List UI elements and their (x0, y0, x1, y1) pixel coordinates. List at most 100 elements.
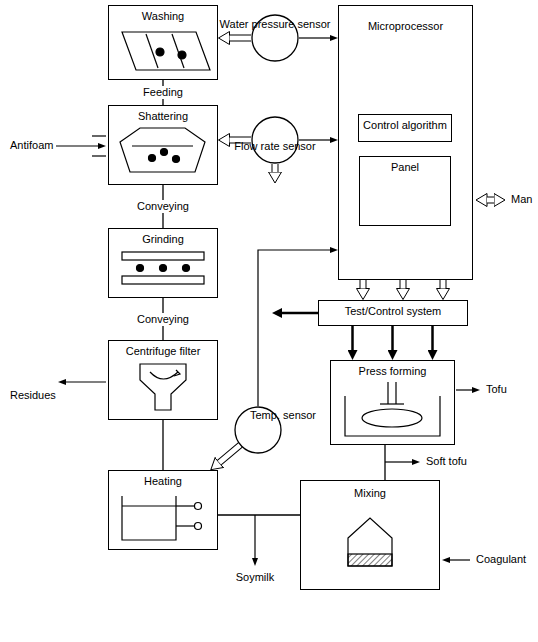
flow-connector (163, 298, 164, 340)
sub-box: Control algorithm (358, 114, 452, 142)
centrifuge-funnel (174, 370, 180, 376)
edge-label: Conveying (135, 200, 191, 213)
mixing-tank (348, 518, 392, 566)
grinding-plates (137, 265, 144, 272)
label-holder: Man (509, 193, 534, 206)
box-title: Shattering (138, 106, 188, 123)
connector-line (230, 138, 252, 143)
flow-connector (392, 326, 393, 350)
heating-tank (122, 505, 176, 506)
grinding-plates (160, 265, 167, 272)
heating-tank (122, 496, 176, 540)
flow-connector (432, 326, 433, 350)
connector-line (384, 445, 385, 480)
connector-line (431, 326, 434, 350)
box-title: Mixing (354, 481, 386, 500)
press-vessel (362, 409, 422, 427)
label-holder: Coagulant (474, 553, 528, 566)
flow-connector (363, 280, 364, 289)
label-holder: Feeding (141, 86, 185, 99)
flow-arrow (450, 559, 470, 560)
connector-line (162, 185, 163, 228)
sensor-circle: Flow rate sensor (251, 116, 299, 164)
connector-line (299, 37, 330, 38)
process-box: Heating (108, 470, 218, 550)
connector-line (219, 445, 240, 463)
stream-label: Tofu (484, 383, 509, 396)
connector-line (258, 250, 330, 406)
shattering-bowl (120, 128, 205, 172)
connector-line (218, 514, 300, 515)
connector-line (230, 36, 252, 41)
connector-line (361, 280, 366, 289)
washing-chute (178, 51, 186, 59)
sensor-outline (252, 117, 298, 163)
flow-arrow (282, 312, 318, 315)
stream-label: Soymilk (234, 571, 277, 584)
sensor-label: Temp. sensor (250, 409, 316, 422)
grinding-plates (122, 252, 204, 284)
flow-connector (230, 38, 252, 39)
heating-tank (122, 496, 202, 540)
process-box: Test/Control system (318, 300, 468, 326)
sensor-label: Flow rate sensor (234, 140, 315, 153)
process-box: Shattering (108, 105, 218, 185)
box-title: Heating (144, 471, 182, 488)
washing-chute (156, 48, 164, 56)
hollow-arrow (487, 197, 494, 204)
connector-line (230, 137, 252, 144)
connector-line (401, 280, 406, 289)
flow-connector (385, 445, 386, 480)
stream-label: Antifoam (8, 139, 55, 152)
stream-label: Residues (8, 389, 58, 402)
flow-connector (443, 280, 444, 289)
label-holder: Conveying (135, 200, 191, 213)
connector-line (391, 326, 394, 350)
heating-tank (195, 523, 202, 530)
connector-line (351, 326, 354, 350)
connector-line (441, 280, 446, 289)
flow-arrow (456, 389, 472, 390)
press-vessel (345, 396, 440, 436)
shattering-bowl (149, 155, 156, 162)
sensor-outline (251, 14, 299, 62)
connector-line (162, 420, 163, 470)
sensor-outline (251, 116, 299, 164)
flow-connector (163, 185, 164, 228)
connector-line (400, 280, 407, 289)
box-title: Test/Control system (345, 301, 442, 318)
box-title: Press forming (359, 361, 427, 378)
flow-connector (230, 140, 252, 141)
label-holder: Soft tofu (424, 455, 469, 468)
shattering-bowl (161, 149, 168, 156)
heating-tank (195, 503, 202, 510)
sensor-outline (234, 406, 282, 454)
hollow-arrow (273, 164, 278, 172)
shattering-bowl (92, 135, 106, 136)
label-holder: Tofu (484, 383, 509, 396)
flow-connector (218, 515, 300, 516)
box-title: Control algorithm (363, 115, 447, 132)
connector-line (230, 35, 252, 42)
flow-connector (163, 80, 164, 105)
flow-arrow (66, 381, 106, 382)
process-box: Washing (108, 5, 218, 80)
shattering-bowl (173, 156, 180, 163)
stream-label: Man (509, 193, 534, 206)
flow-arrow (56, 145, 98, 146)
box-title: Microprocessor (368, 6, 443, 33)
stream-label: Soft tofu (424, 455, 469, 468)
shattering-bowl (92, 155, 106, 156)
press-vessel (345, 382, 440, 436)
label-holder: Antifoam (8, 139, 55, 152)
washing-chute (122, 32, 210, 70)
press-vessel (395, 382, 396, 404)
heating-tank (176, 525, 194, 526)
hollow-arrow (487, 198, 494, 203)
label-holder: Residues (8, 389, 58, 402)
